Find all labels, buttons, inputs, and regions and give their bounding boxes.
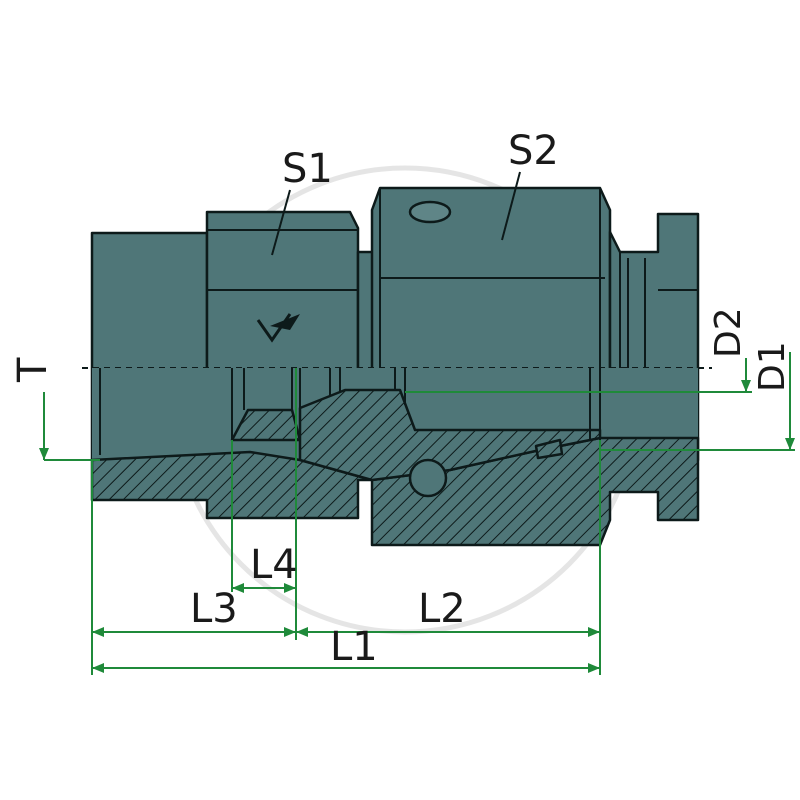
seal-ball xyxy=(408,458,448,498)
label-s2: S2 xyxy=(508,128,559,174)
fitting-section xyxy=(90,368,700,547)
seal-insert xyxy=(534,438,564,460)
nut-s2-hole xyxy=(408,200,452,224)
label-s1: S1 xyxy=(282,146,333,192)
label-d2: D2 xyxy=(708,307,749,358)
label-l3: L3 xyxy=(190,586,238,632)
label-t: T xyxy=(10,357,56,383)
dimensions xyxy=(39,171,795,675)
label-d1: D1 xyxy=(752,341,793,392)
label-l1: L1 xyxy=(330,624,378,670)
label-l2: L2 xyxy=(418,586,466,632)
label-l4: L4 xyxy=(250,542,298,588)
